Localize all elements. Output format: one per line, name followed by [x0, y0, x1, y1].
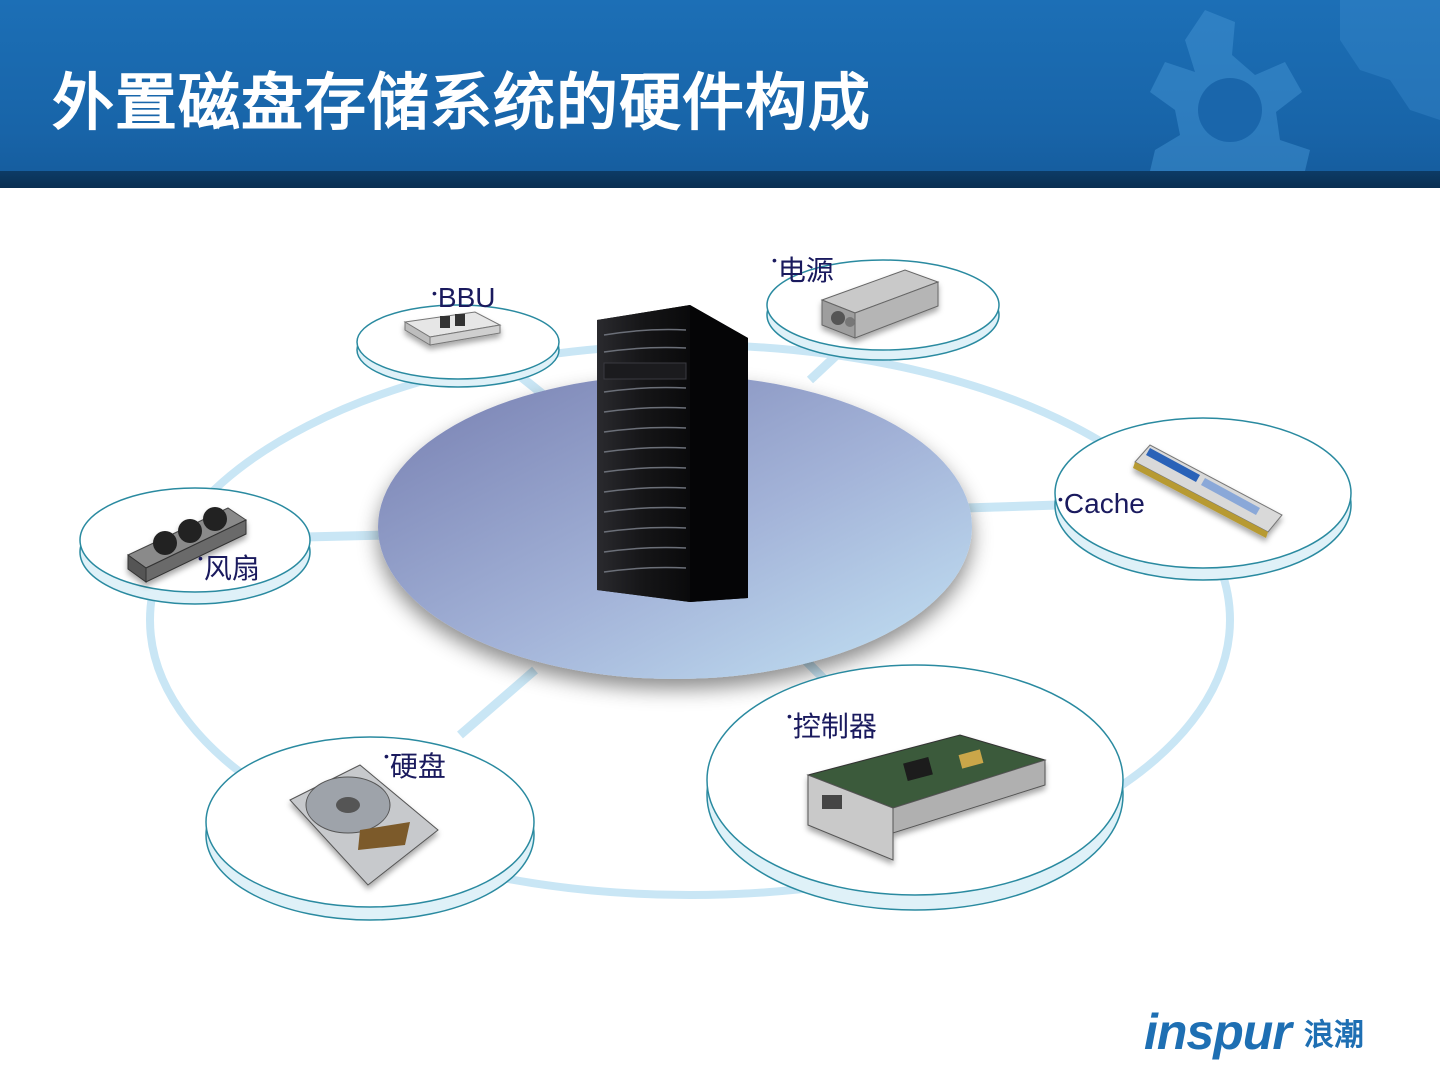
label-controller: •控制器 — [787, 705, 877, 745]
label-bbu: •BBU — [432, 282, 495, 314]
logo-text-cn: 浪潮 — [1304, 1010, 1364, 1054]
disk-node — [206, 737, 534, 920]
inspur-logo: inspur 浪潮 — [1144, 1003, 1364, 1053]
page-title: 外置磁盘存储系统的硬件构成 — [52, 52, 871, 142]
logo-text-en: inspur — [1144, 1003, 1291, 1061]
bbu-node — [357, 305, 559, 387]
hardware-diagram — [0, 188, 1440, 1080]
label-fan: •风扇 — [198, 547, 260, 587]
gear-decoration-icon — [980, 0, 1440, 171]
slide-header: 外置磁盘存储系统的硬件构成 — [0, 0, 1440, 188]
label-cache: •Cache — [1058, 488, 1145, 520]
header-divider — [0, 171, 1440, 188]
fan-node — [80, 488, 310, 604]
controller-node — [707, 665, 1123, 910]
storage-rack-icon — [597, 305, 748, 602]
label-disk: •硬盘 — [384, 745, 446, 785]
label-power: •电源 — [772, 249, 834, 289]
